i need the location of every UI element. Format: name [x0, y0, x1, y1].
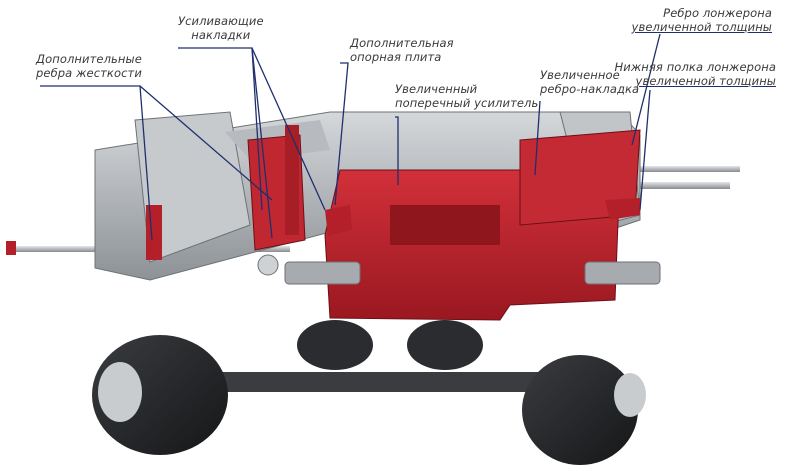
callout-line: накладки	[191, 28, 251, 42]
callout-reinforcing-pads: Усиливающие накладки	[178, 14, 264, 42]
leader-pads-b	[251, 47, 326, 211]
callout-line: увеличенной толщины	[631, 20, 772, 34]
leaf-spring-left	[284, 261, 361, 285]
callout-line: опорная плита	[350, 50, 442, 64]
reinforcement-window	[390, 205, 500, 245]
leader-cross-reinforcement	[395, 116, 399, 185]
stiffening-rib-left	[146, 205, 162, 260]
callout-line: Усиливающие	[178, 14, 264, 28]
leader-spar-rib	[631, 33, 661, 146]
left-rail	[134, 111, 251, 263]
callout-support-plate: Дополнительная опорная плита	[350, 36, 454, 64]
hub-cap-right	[614, 373, 646, 417]
leader-pads-c	[251, 47, 273, 239]
callout-line: ребра жесткости	[36, 66, 142, 80]
air-bag-left	[297, 320, 373, 370]
springs	[257, 254, 661, 370]
leader-stiffening-ribs-b	[139, 85, 273, 201]
wheel-hub-right	[522, 355, 638, 465]
callout-line: ребро-накладка	[540, 82, 640, 96]
callout-stiffening-ribs: Дополнительные ребра жесткости	[36, 52, 142, 80]
rod-end-red	[6, 241, 16, 255]
callout-line: увеличенной толщины	[635, 74, 776, 88]
leader-spar-flange	[639, 89, 651, 211]
leader-support-plate	[334, 62, 349, 206]
support-plate	[325, 205, 352, 236]
callout-line: Ребро лонжерона	[663, 6, 772, 20]
callout-cross-reinforcement: Увеличенный поперечный усилитель	[395, 82, 538, 110]
callout-line: поперечный усилитель	[395, 96, 539, 110]
callout-spar-rib: Ребро лонжерона увеличенной толщины	[632, 6, 772, 34]
air-bag-right	[407, 320, 483, 370]
callout-line: Увеличенный	[395, 82, 478, 96]
leaf-spring-right	[584, 261, 661, 285]
hub-cap-left	[98, 362, 142, 422]
callout-line: Нижняя полка лонжерона	[614, 60, 776, 74]
reinforcements	[146, 125, 641, 321]
callout-line: Увеличенное	[540, 68, 620, 82]
callout-spar-flange: Нижняя полка лонжерона увеличенной толщи…	[615, 60, 777, 88]
leader-lines	[40, 33, 661, 241]
axle-assembly	[92, 335, 646, 465]
callout-rib-plate: Увеличенное ребро-накладка	[540, 68, 639, 96]
stiffening-rib-mid	[285, 125, 299, 235]
axle-beam	[150, 372, 620, 392]
callout-line: Дополнительная	[350, 36, 454, 50]
pivot-bolt	[257, 254, 279, 276]
flange-red	[605, 198, 640, 220]
leader-rib-plate	[534, 100, 541, 176]
callout-line: Дополнительные	[36, 52, 142, 66]
